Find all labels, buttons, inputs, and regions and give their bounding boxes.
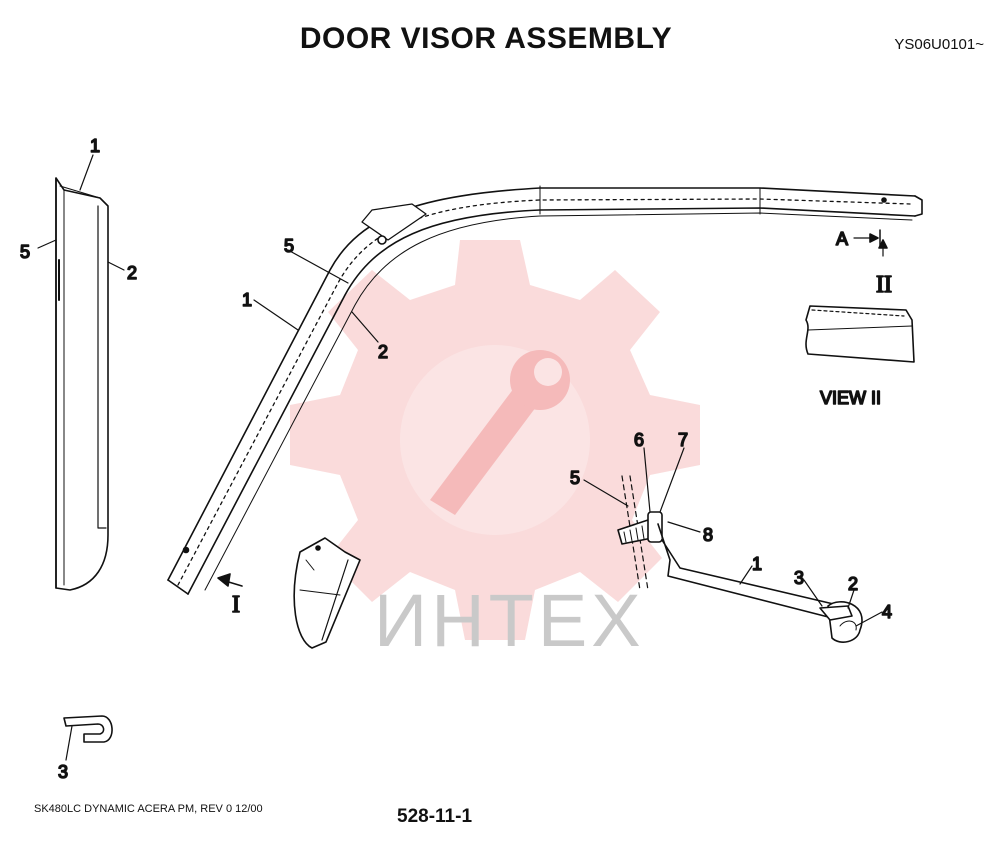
view-ii-label: VIEW II xyxy=(820,388,881,408)
callout-detail-7: 7 xyxy=(678,430,688,450)
arrow-a xyxy=(853,229,888,257)
gear-icon xyxy=(290,240,700,640)
callout-detail-8: 8 xyxy=(703,525,713,545)
callout-detail-4: 4 xyxy=(882,602,892,622)
callout-detail-5: 5 xyxy=(570,468,580,488)
watermark-text: ИНТЕХ xyxy=(374,579,645,662)
document-code: YS06U0101~ xyxy=(894,36,984,53)
arrow-a-label: A xyxy=(836,229,848,249)
page-title: DOOR VISOR ASSEMBLY xyxy=(299,22,673,55)
arrow-i xyxy=(217,573,243,587)
callout-main-5: 5 xyxy=(284,236,294,256)
callout-left-2: 2 xyxy=(127,263,137,283)
callout-main-1: 1 xyxy=(242,290,252,310)
clip-part xyxy=(63,715,113,743)
visor-side-view xyxy=(55,177,109,591)
callout-detail-6: 6 xyxy=(634,430,644,450)
wrench-icon xyxy=(400,345,590,535)
callout-left-1: 1 xyxy=(90,136,100,156)
callout-detail-2: 2 xyxy=(848,574,858,594)
arrow-ii-label: II xyxy=(876,272,892,298)
callout-left-3: 3 xyxy=(58,762,68,782)
arrow-i-label: I xyxy=(232,592,240,618)
callout-detail-1: 1 xyxy=(752,554,762,574)
cross-section-piece xyxy=(293,537,361,649)
visor-rail-main xyxy=(167,185,923,595)
bracket-detail xyxy=(617,475,863,643)
view-ii-section xyxy=(805,305,915,363)
callout-detail-3: 3 xyxy=(794,568,804,588)
callout-main-2: 2 xyxy=(378,342,388,362)
footer-model: SK480LC DYNAMIC ACERA PM, REV 0 12/00 xyxy=(34,803,263,815)
footer-page-number: 528-11-1 xyxy=(397,806,473,827)
callout-left-5: 5 xyxy=(20,242,30,262)
